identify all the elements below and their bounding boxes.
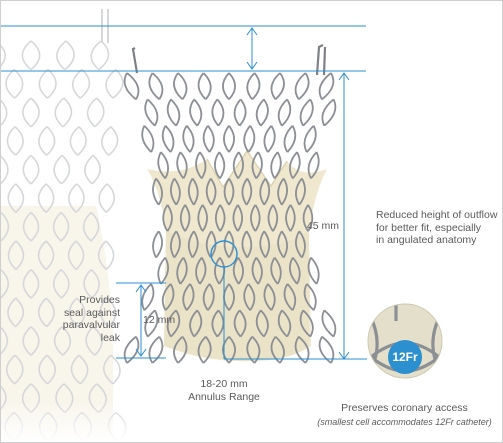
cell-badge-label: 12Fr [392,350,418,364]
seal-dimension-label: 12 mm [143,314,176,326]
annulus-note: 18-20 mm Annulus Range [188,378,260,403]
height-dimension-label: 45 mm [306,220,339,232]
valve-frame [123,72,337,364]
cell-badge: 12Fr [367,303,443,379]
valve-posts [131,44,327,76]
dimension-lines [1,25,367,360]
coronary-access-subtitle: (smallest cell accommodates 12Fr cathete… [317,417,492,427]
coronary-access-title: Preserves coronary access [341,402,468,414]
background-valve [1,9,127,442]
outflow-note: Reduced height of outflow for better fit… [376,209,498,246]
seal-note: Provides seal against paravalvular leak [62,294,120,344]
